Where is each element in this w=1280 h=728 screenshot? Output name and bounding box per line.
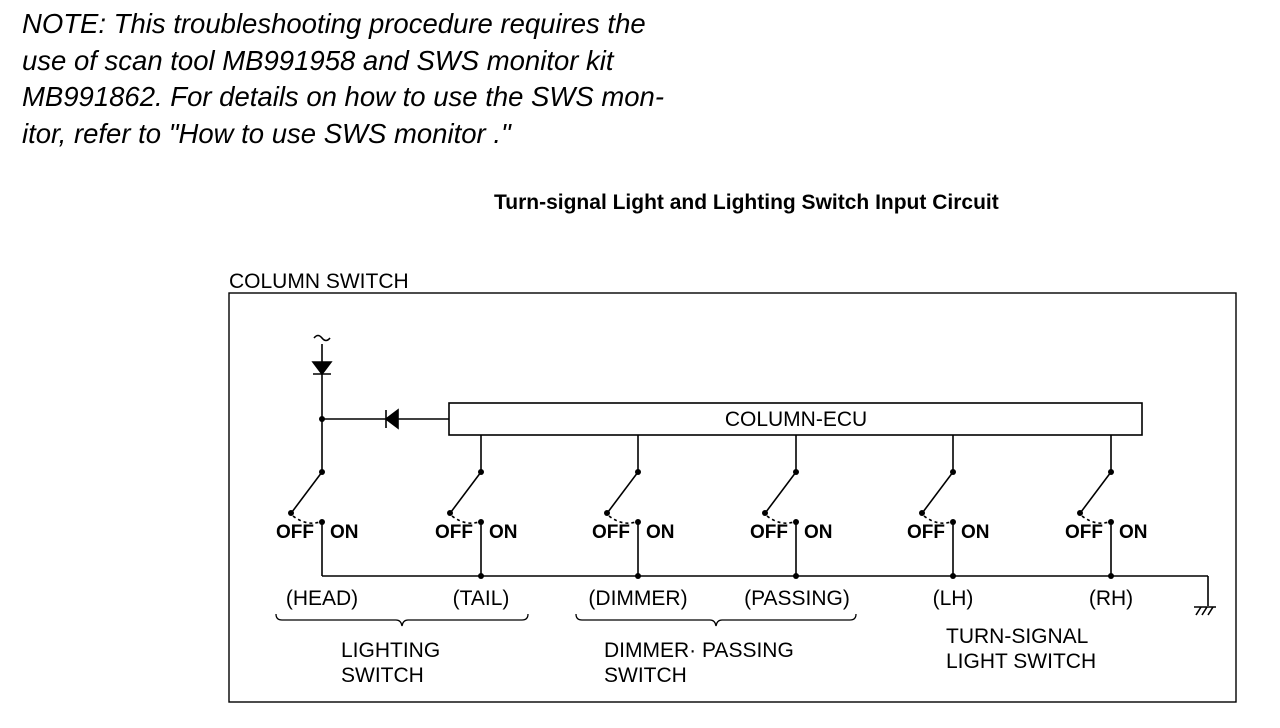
switch-on-label: ON xyxy=(961,522,990,543)
troubleshooting-note: NOTE: This troubleshooting procedure req… xyxy=(22,6,782,152)
switch-on-label: ON xyxy=(804,522,833,543)
switch-blade xyxy=(922,471,954,513)
lighting-switch-label-2: SWITCH xyxy=(341,664,424,687)
switch-blade xyxy=(765,471,797,513)
lighting-switch-brace xyxy=(275,613,529,627)
switch-travel-arc xyxy=(1081,515,1110,524)
note-line: NOTE: This troubleshooting procedure req… xyxy=(22,8,646,39)
switch-on-label: ON xyxy=(489,522,518,543)
switch-off-terminal xyxy=(762,510,768,516)
switch-off-terminal xyxy=(919,510,925,516)
dimmer-passing-switch-label-2: SWITCH xyxy=(604,664,687,687)
switch-on-label: ON xyxy=(330,522,359,543)
switch-travel-arc xyxy=(766,515,795,524)
note-line: itor, refer to "How to use SWS monitor .… xyxy=(22,117,511,149)
switch-off-label: OFF xyxy=(750,522,788,543)
switch-name-label: (RH) xyxy=(1089,587,1133,610)
diode-icon xyxy=(311,361,333,376)
ground-junction-dot xyxy=(793,573,799,579)
switch-blade xyxy=(607,471,639,513)
note-line: MB991862. For details on how to use the … xyxy=(22,81,664,112)
switch-name-label: (LH) xyxy=(933,587,974,610)
dimmer-passing-switch-label-1: DIMMER· PASSING xyxy=(604,639,794,662)
switch-blade xyxy=(450,471,482,513)
column-ecu-label: COLUMN-ECU xyxy=(725,408,867,431)
switch-blade xyxy=(1080,471,1112,513)
dimmer-passing-switch-brace xyxy=(575,613,857,627)
switch-on-label: ON xyxy=(1119,522,1148,543)
note-line: use of scan tool MB991958 and SWS monito… xyxy=(22,44,614,76)
switch-name-label: (PASSING) xyxy=(744,587,850,610)
switch-name-label: (TAIL) xyxy=(453,587,510,610)
switch-on-label: ON xyxy=(646,522,675,543)
turn-signal-switch-label-1: TURN-SIGNAL xyxy=(946,625,1088,648)
switch-off-terminal xyxy=(604,510,610,516)
switch-off-label: OFF xyxy=(1065,522,1103,543)
turn-signal-switch-label-2: LIGHT SWITCH xyxy=(946,650,1096,673)
switch-off-label: OFF xyxy=(907,522,945,543)
switch-off-label: OFF xyxy=(276,522,314,543)
ground-junction-dot xyxy=(635,573,641,579)
switch-travel-arc xyxy=(451,515,480,524)
switch-off-terminal xyxy=(288,510,294,516)
switch-travel-arc xyxy=(923,515,952,524)
ground-junction-dot xyxy=(1108,573,1114,579)
switch-off-terminal xyxy=(447,510,453,516)
switch-travel-arc xyxy=(608,515,637,524)
switch-off-label: OFF xyxy=(435,522,473,543)
switch-name-label: (HEAD) xyxy=(286,587,358,610)
switch-name-label: (DIMMER) xyxy=(588,587,687,610)
ground-hatch xyxy=(1201,606,1208,616)
ground-junction-dot xyxy=(478,573,484,579)
ground-junction-dot xyxy=(950,573,956,579)
power-supply-icon xyxy=(313,334,331,342)
lighting-switch-label-1: LIGHTING xyxy=(341,639,440,662)
enclosure-label: COLUMN SWITCH xyxy=(229,270,409,293)
switch-off-terminal xyxy=(1077,510,1083,516)
ground-hatch xyxy=(1195,606,1202,616)
ecu-diode-icon xyxy=(384,408,399,430)
ground-hatch xyxy=(1207,606,1214,616)
column-switch-enclosure xyxy=(228,292,1237,703)
switch-off-label: OFF xyxy=(592,522,630,543)
switch-blade xyxy=(291,471,323,513)
diagram-title: Turn-signal Light and Lighting Switch In… xyxy=(494,191,999,214)
switch-travel-arc xyxy=(292,515,321,524)
